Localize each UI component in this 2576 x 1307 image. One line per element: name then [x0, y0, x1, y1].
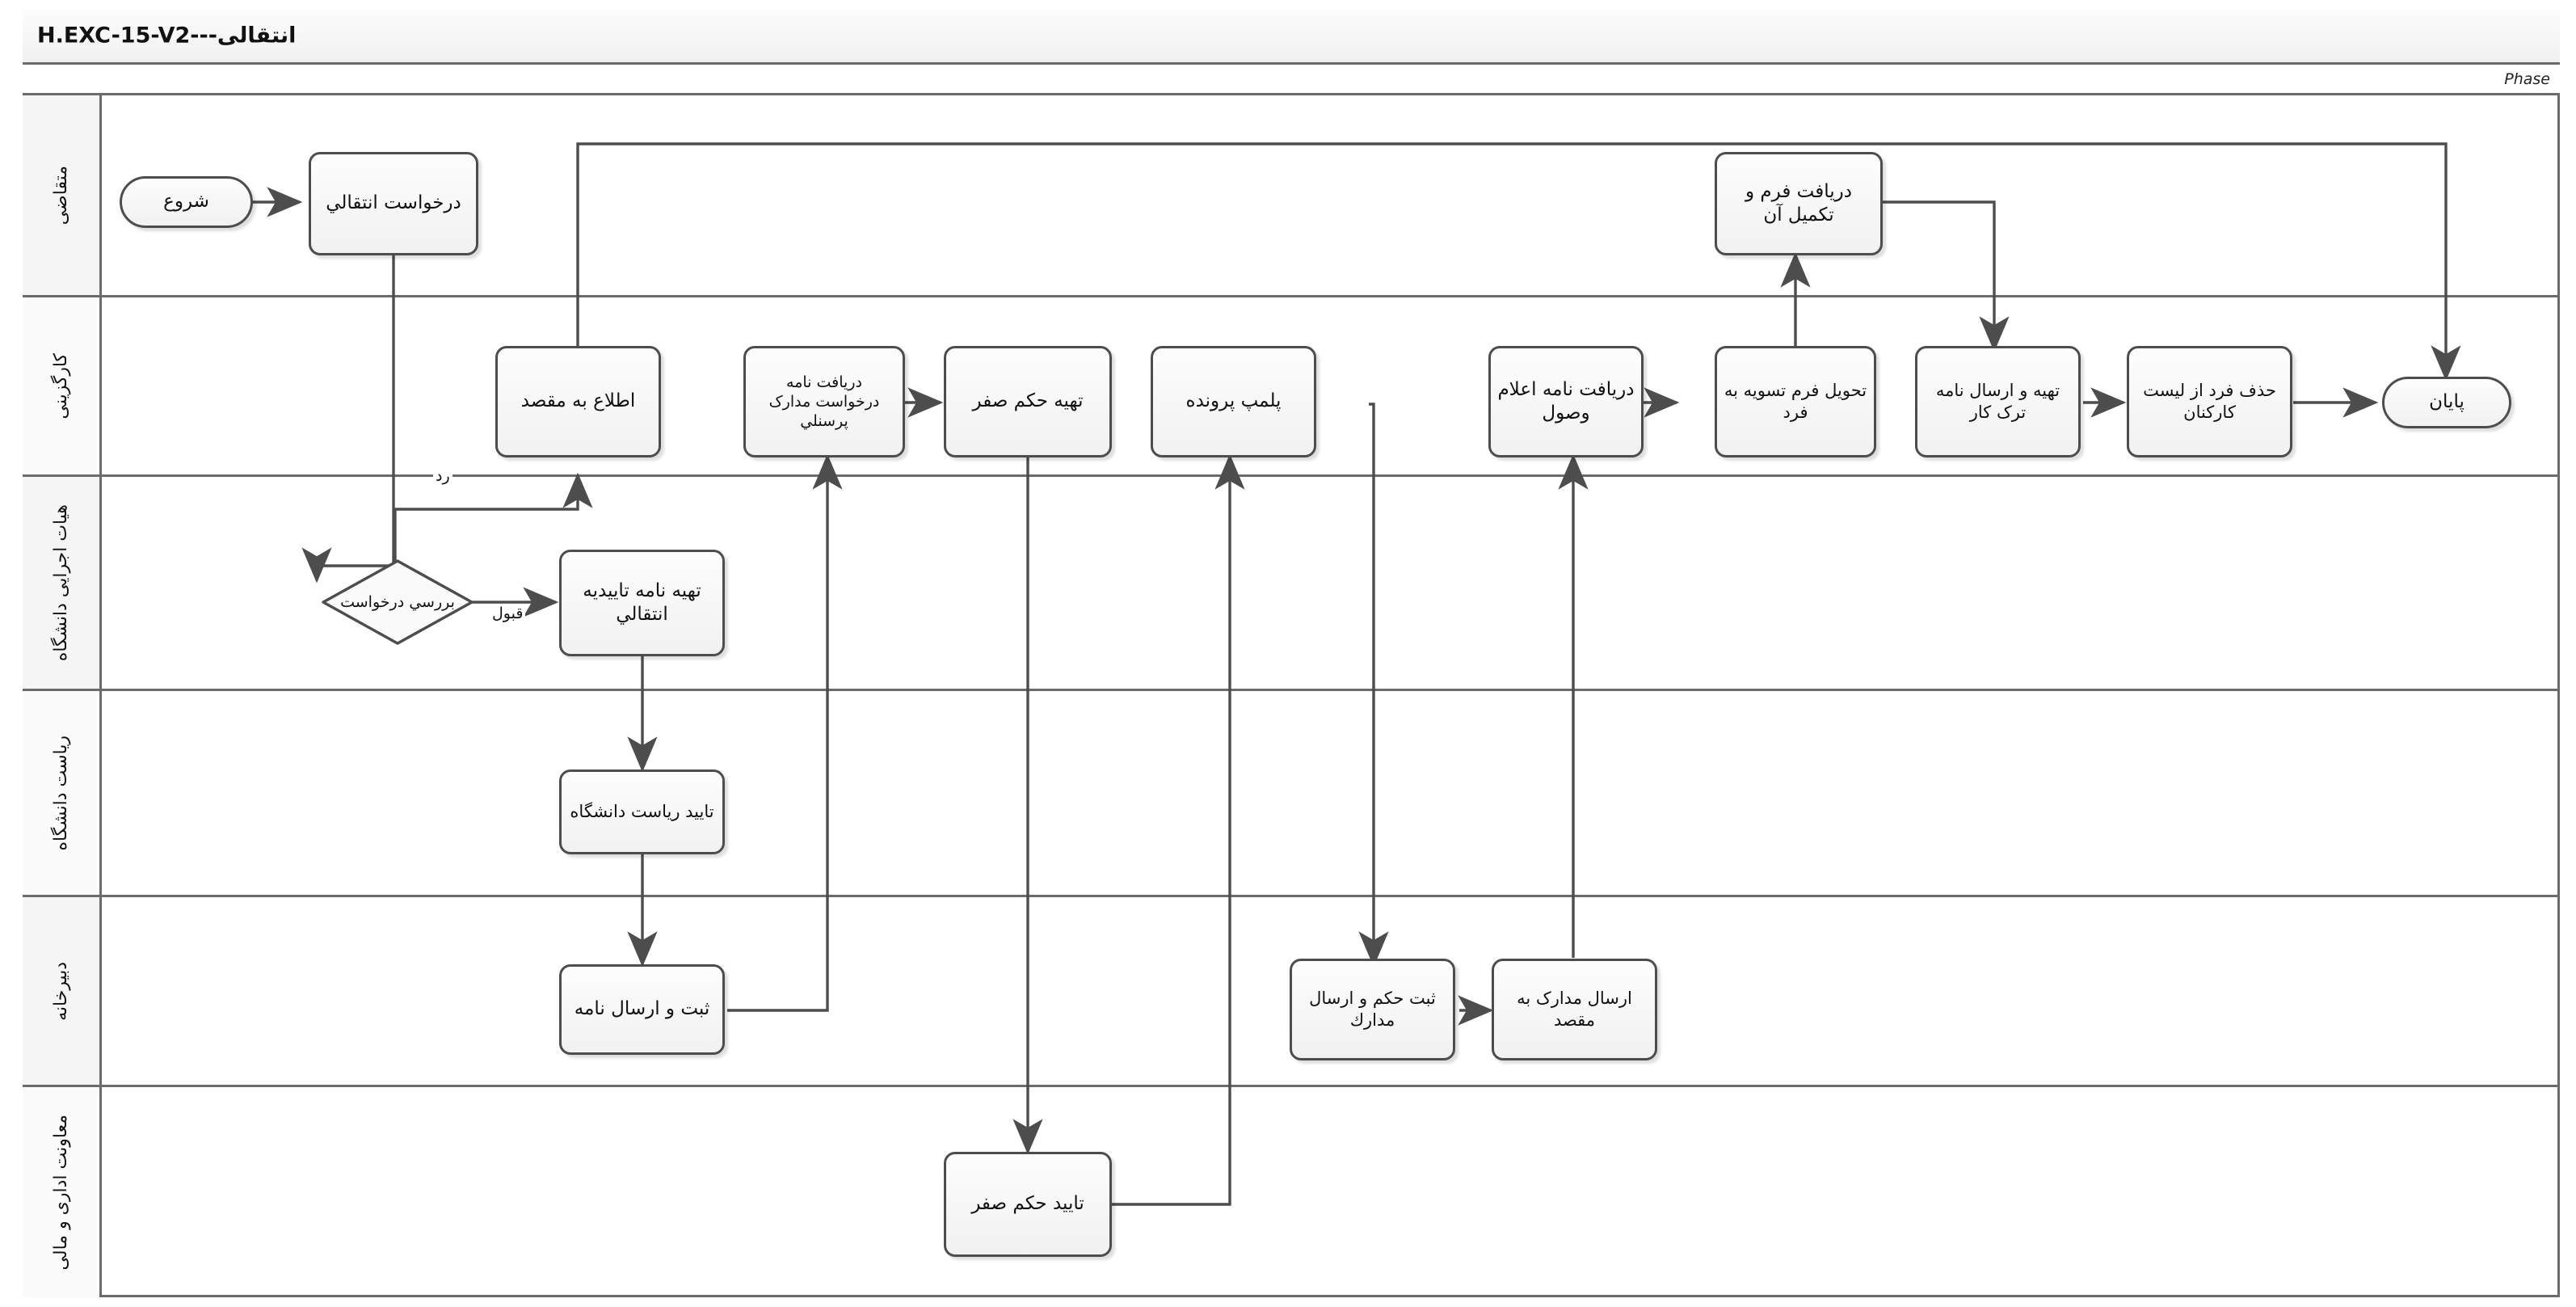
edge-label-reject: رد [433, 467, 452, 485]
phase-label: Phase [2504, 70, 2550, 88]
node-register-decree-send-docs-label: ثبت حکم و ارسال مدارك [1309, 989, 1436, 1030]
phase-header-row: Phase [23, 65, 2560, 95]
node-remove-from-staff-list[interactable]: حذف فرد از لیست کارکنان [2127, 346, 2292, 457]
node-remove-from-staff-list-label: حذف فرد از لیست کارکنان [2143, 381, 2276, 422]
lane-admin-finance: معاونت اداری و مالی [23, 1087, 2560, 1297]
node-register-and-send-letter-label: ثبت و ارسال نامه [574, 998, 710, 1020]
node-review-request[interactable]: بررسي درخواست [320, 558, 475, 647]
node-register-and-send-letter[interactable]: ثبت و ارسال نامه [559, 964, 725, 1055]
page-title: انتقالی---H.EXC-15-V2 [37, 23, 297, 48]
node-president-approval-label: تایید ریاست دانشگاه [570, 802, 714, 822]
node-start-label: شروع [163, 191, 209, 213]
node-prepare-zero-decree[interactable]: تهیه حکم صفر [944, 346, 1112, 457]
lane-label-admin-finance: معاونت اداری و مالی [51, 1114, 71, 1271]
lane-hr: کارگزینی [23, 297, 2560, 477]
lane-label-secretariat: دبیرخانه [51, 961, 71, 1021]
node-receive-form-and-complete-label: دریافت فرم و تکمیل آن [1745, 180, 1852, 226]
node-prepare-zero-decree-label: تهیه حکم صفر [972, 390, 1084, 412]
node-receive-form-and-complete[interactable]: دریافت فرم و تکمیل آن [1715, 152, 1883, 255]
node-prepare-transfer-confirmation-letter[interactable]: تهیه نامه تاییدیه انتقالي [559, 550, 725, 656]
node-send-docs-to-destination-label: ارسال مدارک به مقصد [1517, 989, 1632, 1030]
node-prepare-send-resignation-letter-label: تهیه و ارسال نامه ترک کار [1935, 381, 2060, 422]
node-prepare-send-resignation-letter[interactable]: تهیه و ارسال نامه ترک کار [1915, 346, 2081, 457]
lane-label-hr: کارگزینی [51, 352, 71, 420]
node-deliver-settlement-form-label: تحویل فرم تسویه به فرد [1724, 381, 1867, 422]
node-transfer-request-label: درخواست انتقالي [326, 192, 461, 214]
lane-header-applicant: متقاضی [23, 95, 102, 295]
lane-header-hr: کارگزینی [23, 297, 102, 474]
edge-label-accept: قبول [490, 605, 526, 622]
node-notify-destination-label: اطلاع به مقصد [520, 390, 636, 412]
lane-header-admin-finance: معاونت اداری و مالی [23, 1087, 102, 1297]
node-end-label: پایان [2429, 391, 2464, 413]
lane-secretariat: دبیرخانه [23, 897, 2560, 1087]
node-notify-destination[interactable]: اطلاع به مقصد [495, 346, 661, 457]
node-register-decree-send-docs[interactable]: ثبت حکم و ارسال مدارك [1290, 959, 1455, 1060]
node-deliver-settlement-form[interactable]: تحویل فرم تسویه به فرد [1715, 346, 1876, 457]
node-approve-zero-decree-label: تایید حکم صفر [971, 1193, 1084, 1215]
node-approve-zero-decree[interactable]: تایید حکم صفر [944, 1152, 1112, 1257]
lane-university-president: ریاست دانشگاه [23, 691, 2560, 897]
node-president-approval[interactable]: تایید ریاست دانشگاه [559, 769, 725, 854]
lane-header-executive-board: هیات اجرایی دانشگاه [23, 477, 102, 689]
lane-header-secretariat: دبیرخانه [23, 897, 102, 1085]
node-seal-file[interactable]: پلمپ پرونده [1151, 346, 1316, 457]
edge-label-reject-text: رد [436, 467, 450, 485]
edge-label-accept-text: قبول [492, 605, 524, 622]
node-start[interactable]: شروع [120, 176, 253, 228]
lane-label-executive-board: هیات اجرایی دانشگاه [51, 504, 71, 662]
node-end[interactable]: پایان [2382, 377, 2511, 428]
node-receive-personnel-docs-request[interactable]: دریافت نامه درخواست مدارک پرسنلي [743, 346, 905, 457]
lane-label-university-president: ریاست دانشگاه [51, 735, 71, 851]
node-receive-personnel-docs-request-label: دریافت نامه درخواست مدارک پرسنلي [768, 373, 880, 431]
lane-executive-board: هیات اجرایی دانشگاه [23, 477, 2560, 691]
node-send-docs-to-destination[interactable]: ارسال مدارک به مقصد [1492, 959, 1657, 1060]
node-receive-receipt-notice[interactable]: دریافت نامه اعلام وصول [1488, 346, 1644, 457]
pool-title-bar: انتقالی---H.EXC-15-V2 [23, 8, 2560, 65]
decision-shape [322, 559, 474, 645]
node-review-request-label: بررسي درخواست [340, 592, 455, 611]
node-transfer-request[interactable]: درخواست انتقالي [309, 152, 478, 255]
lane-label-applicant: متقاضی [51, 165, 71, 226]
node-seal-file-label: پلمپ پرونده [1185, 390, 1282, 412]
node-receive-receipt-notice-label: دریافت نامه اعلام وصول [1497, 378, 1635, 424]
lane-header-university-president: ریاست دانشگاه [23, 691, 102, 895]
node-prepare-transfer-confirmation-letter-label: تهیه نامه تاییدیه انتقالي [583, 580, 701, 625]
